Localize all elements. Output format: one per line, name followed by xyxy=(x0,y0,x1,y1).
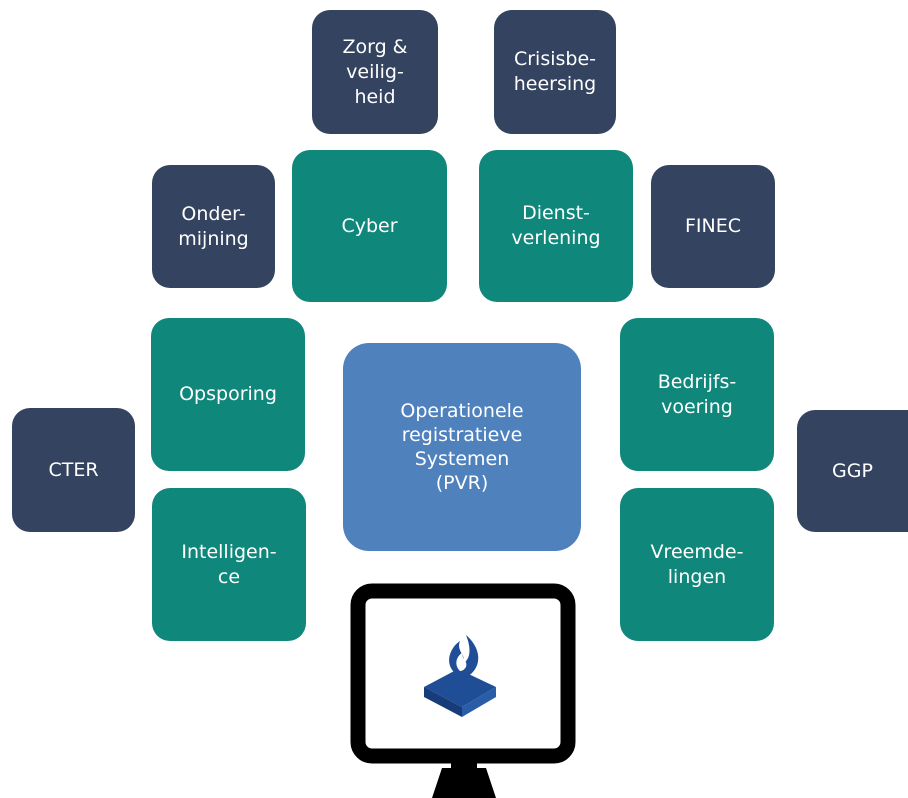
monitor-icon xyxy=(350,583,576,798)
tile-dienstverlening: Dienst- verlening xyxy=(479,150,633,302)
monitor xyxy=(350,583,578,798)
tile-intelligence: Intelligen- ce xyxy=(152,488,306,641)
tile-finec: FINEC xyxy=(651,165,775,288)
tile-ggp: GGP xyxy=(797,410,908,532)
tile-bedrijfsvoering: Bedrijfs- voering xyxy=(620,318,774,471)
police-logo-icon xyxy=(424,635,496,717)
tile-cter: CTER xyxy=(12,408,135,532)
tile-opsporing: Opsporing xyxy=(151,318,305,471)
tile-vreemdelingen: Vreemde- lingen xyxy=(620,488,774,641)
center-pvr-tile: Operationele registratieve Systemen (PVR… xyxy=(343,343,581,551)
monitor-stand xyxy=(432,768,496,798)
tile-ondermijning: Onder- mijning xyxy=(152,165,275,288)
tile-zorg-veiligheid: Zorg & veilig- heid xyxy=(312,10,438,134)
tile-crisisbeheersing: Crisisbe- heersing xyxy=(494,10,616,134)
tile-cyber: Cyber xyxy=(292,150,447,302)
